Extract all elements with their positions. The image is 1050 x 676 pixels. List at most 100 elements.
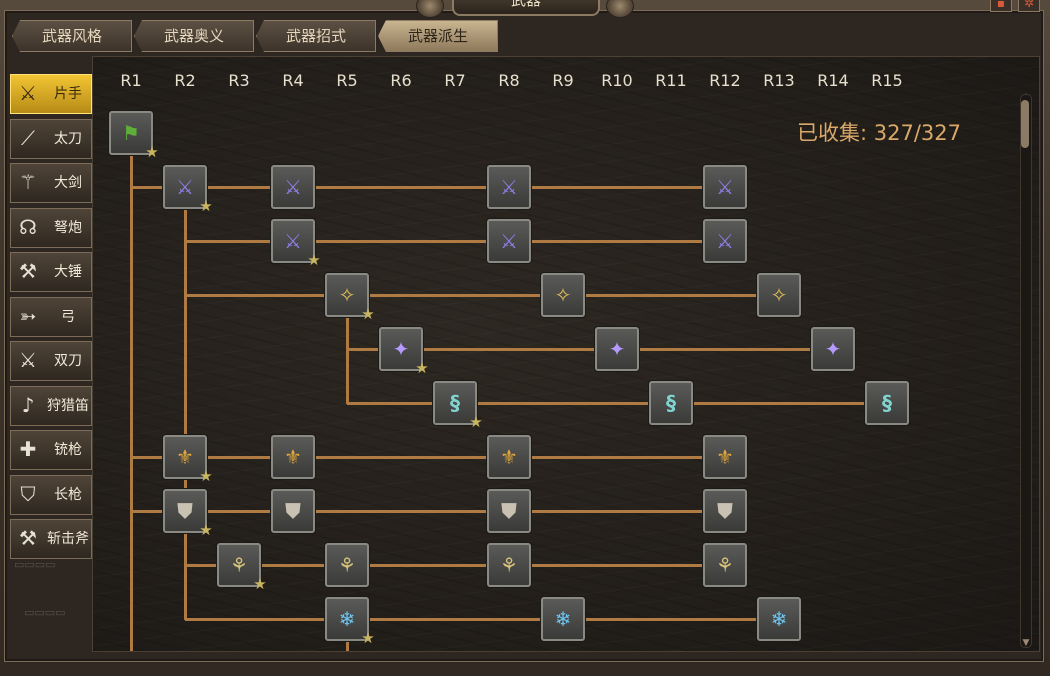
weapon-node[interactable]: ⚑ [109, 111, 153, 155]
great-sword-icon: ⚚ [19, 170, 37, 194]
tab-weapon-style[interactable]: 武器风格 [12, 20, 132, 52]
scrollbar-track[interactable] [1020, 94, 1032, 648]
sidebar-item-6[interactable]: ⚔双刀 [10, 341, 92, 381]
weapon-node[interactable]: ✦ [595, 327, 639, 371]
sidebar-item-9[interactable]: ⛉长枪 [10, 474, 92, 515]
sidebar-item-label: 片手 [54, 86, 82, 102]
weapon-node[interactable]: ⚜ [271, 435, 315, 479]
collected-counter: 已收集: 327/327 [797, 117, 961, 147]
sidebar-item-1[interactable]: ⟋太刀 [10, 118, 92, 159]
weapon-node[interactable]: ✦ [379, 327, 423, 371]
scrollbar-thumb[interactable] [1021, 100, 1029, 148]
weapon-icon: ⚘ [338, 553, 356, 577]
rank-header: R10 [601, 71, 633, 90]
sidebar-item-label: 长枪 [54, 486, 82, 503]
weapon-icon: ✦ [392, 337, 410, 361]
faint-overlay-button: ▭▭▭▭ [24, 606, 66, 619]
collected-label: 已收集: [797, 121, 868, 145]
weapon-node[interactable]: § [865, 381, 909, 425]
rank-header: R6 [390, 71, 412, 90]
rank-header: R11 [655, 71, 687, 90]
weapon-node[interactable]: ⚘ [217, 543, 261, 587]
sidebar-item-2[interactable]: ⚚ 大剑 [10, 163, 92, 203]
sidebar-item-8[interactable]: ✚ 铳枪 [10, 430, 92, 470]
weapon-icon: ❄ [554, 607, 572, 631]
sidebar-item-3[interactable]: ☊弩炮 [10, 207, 92, 248]
collected-value: 327/327 [873, 121, 962, 145]
weapon-node[interactable]: § [649, 381, 693, 425]
weapon-node[interactable]: ⚘ [703, 543, 747, 587]
scroll-down-arrow[interactable]: ▼ [1022, 638, 1030, 648]
sidebar-item-label: 大剑 [54, 175, 82, 191]
bow-icon: ➳ [19, 303, 37, 328]
star-icon: ★ [415, 359, 429, 377]
weapon-node[interactable]: ❄ [325, 597, 369, 641]
sidebar-item-0[interactable]: ⚔ 片手 [10, 74, 92, 114]
rank-header: R9 [552, 71, 574, 90]
sidebar-item-10[interactable]: ⚒斩击斧 [10, 519, 92, 559]
tab-weapon-derivation[interactable]: 武器派生 [378, 20, 498, 52]
branch-line [185, 564, 725, 567]
sidebar-item-label: 铳枪 [54, 442, 82, 458]
weapon-node[interactable]: ✧ [325, 273, 369, 317]
weapon-icon: § [450, 391, 460, 415]
sword-shield-icon: ⚔ [19, 81, 37, 105]
weapon-node[interactable]: ⛊ [703, 489, 747, 533]
weapon-node[interactable]: ⚔ [703, 219, 747, 263]
star-icon: ★ [145, 143, 159, 161]
weapon-icon: ⛊ [177, 499, 193, 523]
title-ornament-left [416, 0, 444, 18]
settings-button[interactable]: ✲ [1018, 0, 1040, 12]
weapon-node[interactable]: ⚔ [271, 219, 315, 263]
weapon-node[interactable]: ⚜ [487, 435, 531, 479]
weapon-icon: ✧ [770, 283, 788, 307]
branch-line [347, 402, 887, 405]
weapon-node[interactable]: ⛊ [163, 489, 207, 533]
weapon-icon: ⚔ [500, 229, 518, 253]
branch-line [131, 456, 725, 459]
weapon-node[interactable]: ⚔ [271, 165, 315, 209]
weapon-node[interactable]: ✦ [811, 327, 855, 371]
weapon-icon: ⛊ [501, 499, 517, 523]
long-sword-icon: ⟋ [21, 125, 35, 150]
weapon-node[interactable]: ⚔ [487, 165, 531, 209]
minimize-button[interactable]: ▪ [990, 0, 1012, 12]
weapon-node[interactable]: ⚜ [163, 435, 207, 479]
branch-line [131, 510, 725, 513]
rank-header: R13 [763, 71, 795, 90]
sidebar-item-7[interactable]: ♪狩猎笛 [10, 385, 92, 426]
tab-weapon-moves[interactable]: 武器招式 [256, 20, 376, 52]
bowgun-icon: ☊ [19, 214, 37, 239]
weapon-node[interactable]: ⚔ [487, 219, 531, 263]
tab-weapon-secret[interactable]: 武器奥义 [134, 20, 254, 52]
sidebar-item-4[interactable]: ⚒大锤 [10, 252, 92, 292]
star-icon: ★ [361, 305, 375, 323]
weapon-node[interactable]: ⚔ [703, 165, 747, 209]
weapon-node[interactable]: ⚔ [163, 165, 207, 209]
weapon-node[interactable]: ⚘ [487, 543, 531, 587]
rank-header: R7 [444, 71, 466, 90]
star-icon: ★ [199, 197, 213, 215]
star-icon: ★ [469, 413, 483, 431]
weapon-node[interactable]: ✧ [757, 273, 801, 317]
weapon-icon: ⚔ [284, 175, 302, 199]
weapon-node[interactable]: ⚘ [325, 543, 369, 587]
weapon-node[interactable]: ⚜ [703, 435, 747, 479]
weapon-node[interactable]: ❄ [757, 597, 801, 641]
weapon-icon: ⚘ [230, 553, 248, 577]
sidebar-item-5[interactable]: ➳弓 [10, 296, 92, 337]
rank-header: R2 [174, 71, 196, 90]
switch-axe-icon: ⚒ [19, 526, 37, 550]
weapon-icon: § [882, 391, 892, 415]
weapon-node[interactable]: ⛊ [271, 489, 315, 533]
faint-overlay-text: ▭▭▭▭ [14, 558, 56, 571]
weapon-node[interactable]: ❄ [541, 597, 585, 641]
dual-blades-icon: ⚔ [19, 348, 37, 372]
branch-line [131, 186, 725, 189]
weapon-node[interactable]: ⛊ [487, 489, 531, 533]
gunlance-icon: ✚ [19, 437, 37, 461]
trunk-line-r2 [184, 187, 187, 620]
sidebar-item-label: 狩猎笛 [47, 397, 89, 414]
weapon-node[interactable]: § [433, 381, 477, 425]
weapon-node[interactable]: ✧ [541, 273, 585, 317]
